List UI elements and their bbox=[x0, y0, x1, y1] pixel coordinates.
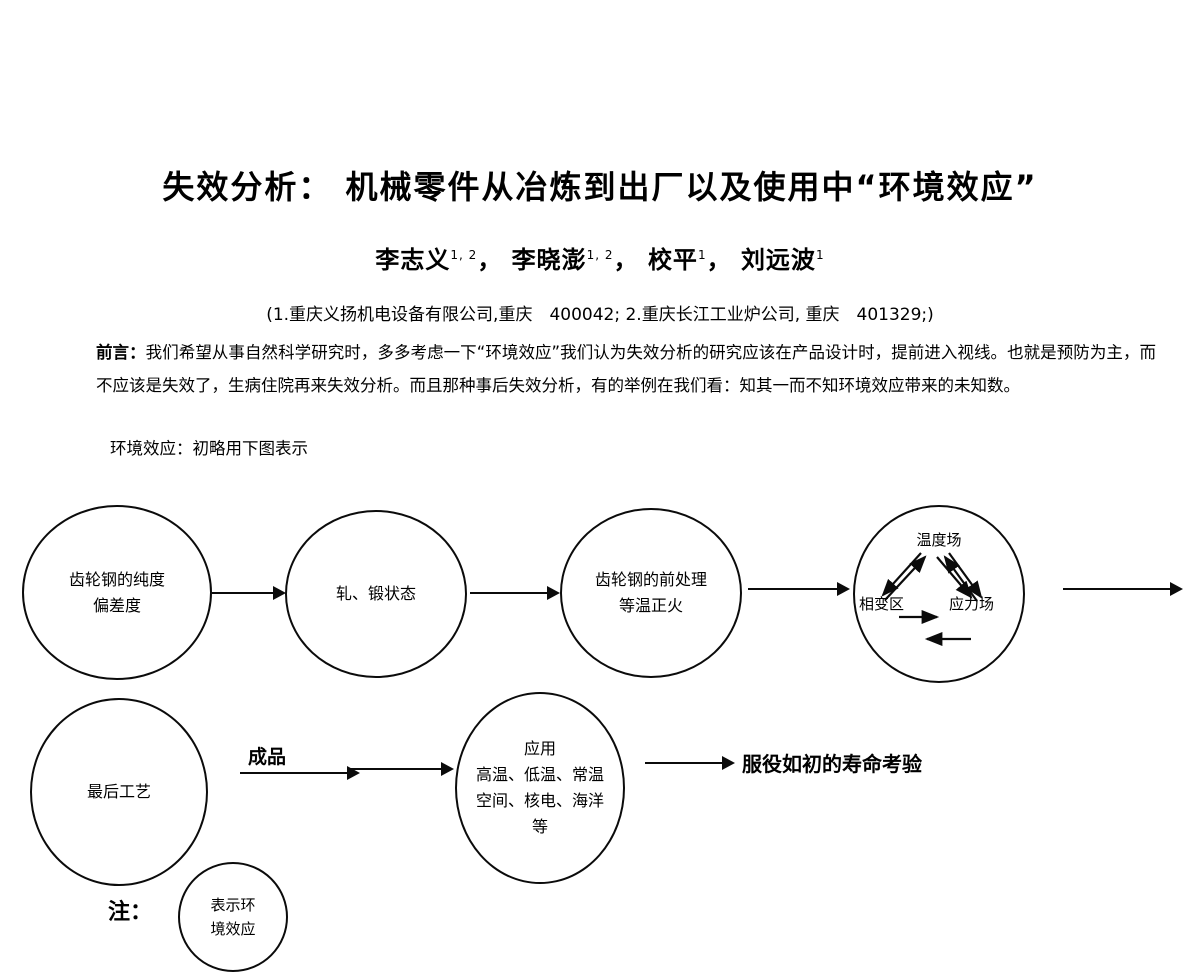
diagram-node-pretreatment: 齿轮钢的前处理 等温正火 bbox=[560, 508, 742, 678]
node-label-line: 表示环 bbox=[210, 896, 256, 914]
arrow-label-finished-product: 成品 bbox=[248, 746, 287, 768]
coupled-fields-arrow-network-icon bbox=[881, 552, 983, 647]
diagram-node-application: 应用 高温、低温、常温 空间、核电、海洋 等 bbox=[455, 692, 625, 884]
author-sup-3: 1 bbox=[697, 248, 707, 262]
node-label-line: 等温正火 bbox=[618, 596, 683, 615]
author-name-2: 李晓澎 bbox=[511, 246, 587, 274]
diagram-node-rolling-forging: 轧、锻状态 bbox=[285, 510, 467, 678]
author-name-4: 刘远波 bbox=[740, 246, 816, 274]
author-sup-4: 1 bbox=[815, 248, 825, 262]
figure-intro-line: 环境效应：初略用下图表示 bbox=[110, 439, 308, 458]
legend-circle-environment-effect: 表示环 境效应 bbox=[178, 862, 288, 972]
affiliation-line: (1.重庆义扬机电设备有限公司,重庆 400042; 2.重庆长江工业炉公司, … bbox=[266, 305, 934, 325]
environment-effect-diagram: 齿轮钢的纯度 偏差度 轧、锻状态 齿轮钢的前处理 等温正火 温度场 相变区 bbox=[0, 480, 1200, 972]
legend-note-label: 注： bbox=[108, 900, 153, 925]
flow-arrow-icon bbox=[645, 762, 733, 765]
author-name-3: 校平 bbox=[647, 246, 698, 274]
node-label-line: 偏差度 bbox=[92, 595, 141, 615]
node-label-line: 轧、锻状态 bbox=[335, 584, 416, 603]
author-sup-2: 1, 2 bbox=[586, 248, 614, 262]
preface-lead-label: 前言： bbox=[96, 343, 146, 362]
author-sup-1: 1, 2 bbox=[450, 248, 478, 262]
diagram-node-steel-purity: 齿轮钢的纯度 偏差度 bbox=[22, 505, 212, 680]
preface-paragraph: 前言：我们希望从事自然科学研究时，多多考虑一下“环境效应”我们认为失效分析的研究… bbox=[96, 336, 1156, 402]
flow-arrow-icon bbox=[350, 768, 452, 771]
node-label-line: 等 bbox=[531, 817, 548, 836]
author-separator-2: ， bbox=[613, 246, 639, 274]
diagram-node-final-process: 最后工艺 bbox=[30, 698, 208, 886]
node-label-line: 齿轮钢的纯度 bbox=[68, 569, 165, 589]
author-name-1: 李志义 bbox=[375, 246, 451, 274]
flow-arrow-icon bbox=[470, 592, 558, 595]
author-separator-3: ， bbox=[706, 246, 732, 274]
author-list: 李志义1, 2， 李晓澎1, 2， 校平1， 刘远波1 bbox=[0, 240, 1200, 275]
page-title: 失效分析： 机械零件从冶炼到出厂以及使用中“环境效应” bbox=[162, 168, 1038, 206]
flow-arrow-icon bbox=[1063, 588, 1181, 591]
flow-arrow-icon bbox=[240, 772, 358, 775]
node-label-line: 境效应 bbox=[210, 920, 256, 938]
node-label-line: 齿轮钢的前处理 bbox=[594, 570, 707, 589]
node-label-line: 最后工艺 bbox=[86, 782, 151, 801]
preface-body-text: 我们希望从事自然科学研究时，多多考虑一下“环境效应”我们认为失效分析的研究应该在… bbox=[96, 343, 1156, 395]
node-label-line: 高温、低温、常温 bbox=[475, 765, 604, 784]
service-life-result-text: 服役如初的寿命考验 bbox=[742, 752, 922, 776]
node-label-line: 应用 bbox=[523, 739, 556, 758]
flow-arrow-icon bbox=[212, 592, 284, 595]
node-label-line: 空间、核电、海洋 bbox=[475, 791, 604, 810]
author-separator-1: ， bbox=[477, 246, 503, 274]
flow-arrow-icon bbox=[748, 588, 848, 591]
